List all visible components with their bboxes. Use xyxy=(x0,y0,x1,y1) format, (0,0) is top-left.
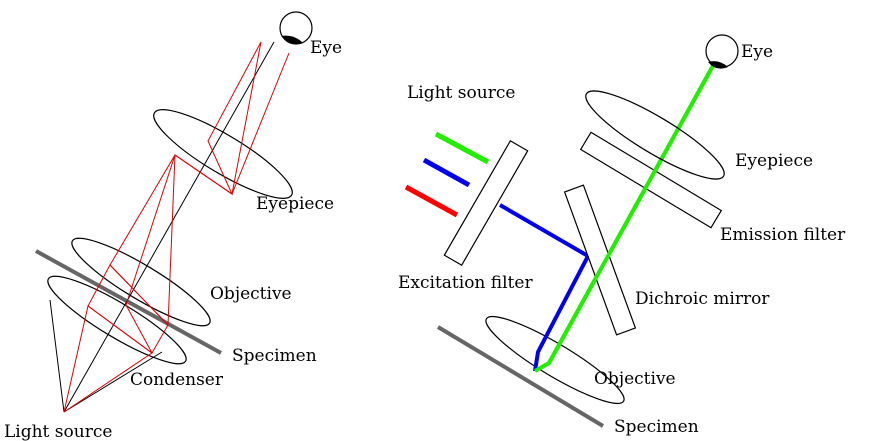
optical-axis-ray xyxy=(63,41,275,413)
excitation-filter xyxy=(443,140,529,266)
label-emission-filter: Emission filter xyxy=(720,225,846,245)
label-objective: Objective xyxy=(210,284,292,304)
label-excitation-filter: Excitation filter xyxy=(398,273,533,293)
label-eye: Eye xyxy=(310,38,342,58)
specimen-slide xyxy=(436,325,605,428)
objective-lens xyxy=(485,315,625,405)
red-ray-path-2 xyxy=(63,41,262,413)
blue-light-bar xyxy=(422,157,471,188)
blue-excitation-beam xyxy=(498,203,591,372)
label-objective: Objective xyxy=(594,369,676,389)
label-specimen: Specimen xyxy=(614,417,699,437)
red-ray-path-3 xyxy=(125,52,290,354)
label-light-source: Light source xyxy=(4,422,112,441)
label-eyepiece: Eyepiece xyxy=(256,194,334,214)
specimen-slide xyxy=(35,249,222,355)
label-eye: Eye xyxy=(741,42,773,62)
eyepiece-lens xyxy=(585,90,725,180)
condenser-cone-right xyxy=(63,351,163,413)
label-light-source: Light source xyxy=(407,83,515,103)
label-dichroic-mirror: Dichroic mirror xyxy=(635,289,770,309)
green-light-bar xyxy=(434,131,490,165)
green-emission-beam-through xyxy=(547,61,717,364)
condenser-cone-left xyxy=(49,299,65,413)
eyepiece-lens xyxy=(153,109,293,199)
pupil-icon xyxy=(708,61,728,69)
label-eyepiece: Eyepiece xyxy=(735,151,813,171)
pupil-icon xyxy=(281,35,303,44)
label-condenser: Condenser xyxy=(130,370,224,390)
objective-lens xyxy=(71,237,211,327)
brightfield-diagram: Eye Eyepiece Objective Specimen Condense… xyxy=(4,11,342,441)
label-specimen: Specimen xyxy=(232,346,317,366)
fluorescence-diagram: Eye Light source Eyepiece Emission filte… xyxy=(398,34,846,437)
red-light-bar xyxy=(404,184,459,218)
